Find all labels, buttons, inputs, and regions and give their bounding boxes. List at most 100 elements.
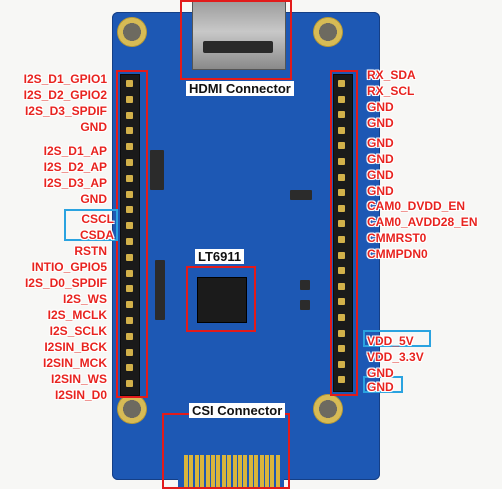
header-pin [338,360,345,368]
header-pin [126,222,133,230]
component [155,260,165,320]
header-pin [126,332,133,340]
right-pin-label: GND [367,100,394,114]
header-pin [126,159,133,166]
header-pin [338,95,345,103]
header-pin [126,380,133,388]
right-pin-label: RX_SDA [367,68,416,82]
left-pin-label: CSCL [81,212,114,226]
header-pin [338,204,345,212]
right-pin-label: GND [367,184,394,198]
header-pin [338,314,345,321]
gold-finger [200,455,205,489]
header-pin [126,190,133,198]
gold-finger [270,455,275,489]
header-pin [338,251,345,259]
gold-finger [184,455,188,489]
hdmi-connector-label: HDMI Connector [186,81,294,96]
csi-highlight-box [162,413,290,489]
left-pin-label: I2SIN_BCK [44,340,107,354]
header-pin [126,111,133,119]
left-pin-label: GND [80,120,107,134]
component [290,190,312,200]
right-pin-label: CAM0_DVDD_EN [367,199,466,213]
component [300,300,310,310]
left-pin-label: I2S_D2_GPIO2 [23,88,107,102]
right-pin-label: RX_SCL [367,84,415,98]
header-pin [338,298,345,306]
right-pin-label: GND [367,366,394,380]
header-pin [126,364,133,372]
gold-finger [227,455,232,489]
left-pin-label: I2S_D3_AP [43,176,107,190]
cscl-csda-highlight-box [64,209,118,241]
gold-finger [189,455,194,489]
header-pin [126,285,133,293]
header-pin [338,282,345,290]
gold-finger [232,455,237,489]
right-pin-label: GND [367,380,394,394]
header-pin [338,126,345,134]
left-pin-label: GND [80,192,107,206]
right-pin-label: VDD_5V [367,334,414,348]
hdmi-port-slot [203,41,273,53]
header-pin [126,143,133,151]
lt6911-label: LT6911 [195,249,245,264]
left-pin-header [120,74,140,396]
left-pin-label: I2S_D0_SPDIF [24,276,107,290]
right-pin-label: GND [367,116,394,130]
header-pin [338,236,345,243]
header-pin [126,301,133,309]
left-pin-label: I2S_WS [62,292,107,306]
left-pin-label: I2S_D2_AP [43,160,107,174]
gold-finger [254,455,259,489]
left-pin-label: I2S_SCLK [49,324,107,338]
right-pin-label: CMMPDN0 [367,247,428,261]
vdd-highlight-box [363,330,431,347]
right-pin-header [333,74,353,392]
header-pin [338,220,345,228]
gold-finger [243,455,248,489]
left-pin-label: I2S_D1_AP [43,144,107,158]
left-pin-label: I2SIN_D0 [54,388,107,402]
header-pin [126,174,133,182]
header-pin [126,127,133,135]
right-pin-label: CAM0_AVDD28_EN [367,215,478,229]
mounting-hole-bottom-right [313,394,343,424]
right-pin-label: GND [367,136,394,150]
component [300,280,310,290]
lt6911-chip [197,277,247,323]
right-pin-label: GND [367,152,394,166]
mounting-hole-top-left [117,17,147,47]
left-pin-label: I2SIN_WS [50,372,107,386]
header-pin [338,142,345,150]
gold-finger [205,455,210,489]
mounting-hole-bottom-left [117,394,147,424]
left-pin-label: I2S_D3_SPDIF [24,104,107,118]
left-header-highlight-box [116,70,148,398]
header-pin [338,345,345,353]
hdmi-highlight-box [180,0,292,80]
header-pin [338,329,345,337]
left-pin-label: I2SIN_MCK [42,356,107,370]
gold-finger [275,455,280,489]
left-pin-label: INTIO_GPIO5 [31,260,107,274]
hdmi-port [192,0,286,70]
left-pin-label: RSTN [74,244,107,258]
gold-finger [221,455,226,489]
header-pin [338,173,345,181]
header-pin [126,317,133,324]
csi-connector-label: CSI Connector [189,403,286,418]
header-pin [338,376,345,384]
mounting-hole-top-right [313,17,343,47]
chip-highlight-box [186,266,256,332]
component [150,150,164,190]
gold-finger [259,455,264,489]
left-pin-label: CSDA [79,228,114,242]
right-header-highlight-box [330,70,358,396]
header-pin [126,95,133,103]
gold-finger [211,455,215,489]
right-pin-label: GND [367,168,394,182]
right-pin-label: VDD_3.3V [367,350,424,364]
